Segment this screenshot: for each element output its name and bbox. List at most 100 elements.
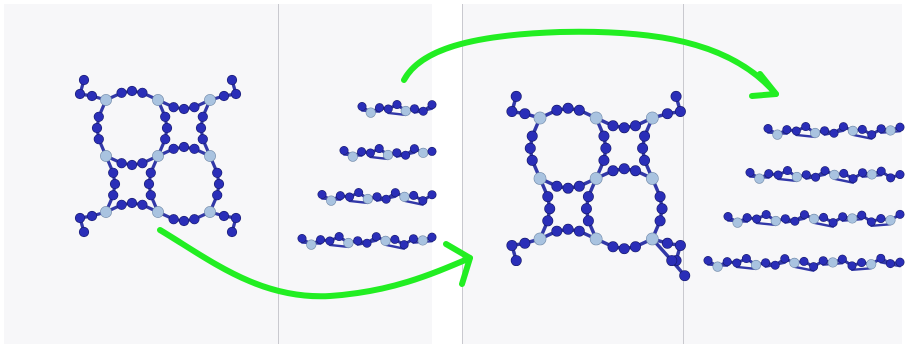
layer-nitrogen-atom <box>819 212 829 222</box>
layer-nitrogen-atom <box>828 218 838 228</box>
nitrogen-atom <box>145 167 156 178</box>
layer-metal-atom <box>347 151 358 162</box>
nitrogen-atom <box>178 103 190 115</box>
layer-metal-atom <box>866 259 877 270</box>
metal-atom <box>589 111 603 125</box>
layer-nitrogen-atom <box>895 170 905 180</box>
layer-nitrogen-atom <box>829 128 839 138</box>
nitrogen-atom <box>524 142 536 154</box>
layer-metal-atom <box>362 193 373 205</box>
divider-right <box>683 4 684 344</box>
layer-metal-atom <box>750 259 762 271</box>
layer-nitrogen-atom <box>354 188 364 198</box>
layer-nitrogen-atom <box>745 168 755 178</box>
metal-atom <box>533 111 547 125</box>
metal-atom <box>589 232 603 246</box>
nitrogen-atom <box>506 106 518 118</box>
layer-bond <box>793 265 815 272</box>
nitrogen-atom <box>86 210 98 222</box>
layer-nitrogen-atom <box>791 126 801 136</box>
layer-nitrogen-atom <box>371 232 381 242</box>
nitrogen-atom <box>510 90 522 102</box>
layer-nitrogen-atom <box>886 173 896 183</box>
nitrogen-atom <box>618 243 630 255</box>
layer-bond <box>850 267 873 272</box>
nitrogen-atom <box>618 163 630 175</box>
nitrogen-atom <box>213 178 225 190</box>
layer-metal-atom <box>418 147 429 158</box>
nitrogen-atom <box>506 239 518 251</box>
nitrogen-atom <box>674 106 686 118</box>
layer-metal-atom <box>808 213 820 224</box>
nitrogen-atom <box>212 190 223 201</box>
layer-nitrogen-atom <box>401 150 411 160</box>
layer-nitrogen-atom <box>399 240 409 250</box>
nitrogen-atom <box>195 122 207 134</box>
layer-nitrogen-atom <box>867 130 877 140</box>
layer-nitrogen-atom <box>741 254 751 264</box>
layer-nitrogen-atom <box>362 238 372 248</box>
layer-nitrogen-atom <box>773 170 783 180</box>
layer-nitrogen-atom <box>334 232 344 242</box>
nitrogen-atom <box>230 212 242 224</box>
layer-nitrogen-atom <box>409 144 419 154</box>
left-top-view-structure <box>74 74 242 238</box>
nitrogen-atom <box>598 130 610 142</box>
divider-left <box>278 4 279 344</box>
nitrogen-atom <box>629 165 641 177</box>
right-top-view-structure <box>506 90 691 282</box>
nitrogen-atom <box>639 130 651 142</box>
nitrogen-atom <box>654 191 666 203</box>
layer-nitrogen-atom <box>353 236 363 246</box>
layer-nitrogen-atom <box>801 122 811 132</box>
layer-nitrogen-atom <box>876 166 886 176</box>
layer-nitrogen-atom <box>809 262 819 272</box>
layer-nitrogen-atom <box>857 168 867 178</box>
layer-nitrogen-atom <box>365 148 375 158</box>
layer-nitrogen-atom <box>357 102 367 112</box>
layer-nitrogen-atom <box>764 169 774 179</box>
nitrogen-atom <box>93 111 104 122</box>
nitrogen-atom <box>93 134 104 145</box>
nitrogen-atom <box>607 241 619 253</box>
layer-metal-atom <box>380 235 391 246</box>
layer-nitrogen-atom <box>752 214 762 224</box>
layer-nitrogen-atom <box>381 194 391 204</box>
layer-metal-atom <box>399 191 410 202</box>
layer-metal-atom <box>866 169 877 180</box>
layer-nitrogen-atom <box>409 190 419 200</box>
layer-metal-atom <box>382 149 394 161</box>
nitrogen-atom <box>143 178 155 190</box>
nitrogen-atom <box>519 237 531 249</box>
layer-nitrogen-atom <box>357 147 367 157</box>
layer-nitrogen-atom <box>885 259 895 269</box>
layer-nitrogen-atom <box>848 174 858 184</box>
layer-metal-atom <box>400 105 411 117</box>
nitrogen-atom <box>639 154 651 166</box>
layer-metal-atom <box>847 213 858 224</box>
layer-nitrogen-atom <box>790 216 800 226</box>
metal-atom <box>204 206 216 218</box>
nitrogen-atom <box>661 237 673 249</box>
metal-atom <box>645 111 659 125</box>
arrows <box>157 28 779 300</box>
layer-nitrogen-atom <box>876 253 886 263</box>
metal-atom <box>152 94 164 106</box>
layer-nitrogen-atom <box>427 146 437 156</box>
layer-nitrogen-atom <box>374 103 384 113</box>
nitrogen-atom <box>116 87 127 98</box>
nitrogen-atom <box>573 180 585 192</box>
nitrogen-atom <box>510 255 522 267</box>
layer-nitrogen-atom <box>857 210 867 220</box>
nitrogen-atom <box>542 191 554 203</box>
layer-nitrogen-atom <box>780 254 790 264</box>
nitrogen-atom <box>573 104 585 116</box>
nitrogen-atom <box>137 87 148 98</box>
nitrogen-atom <box>526 154 538 166</box>
nitrogen-atom <box>562 182 574 194</box>
layer-nitrogen-atom <box>703 255 713 265</box>
layer-nitrogen-atom <box>761 258 771 268</box>
layer-nitrogen-atom <box>837 254 847 264</box>
layer-nitrogen-atom <box>723 212 733 222</box>
nitrogen-atom <box>544 203 556 215</box>
